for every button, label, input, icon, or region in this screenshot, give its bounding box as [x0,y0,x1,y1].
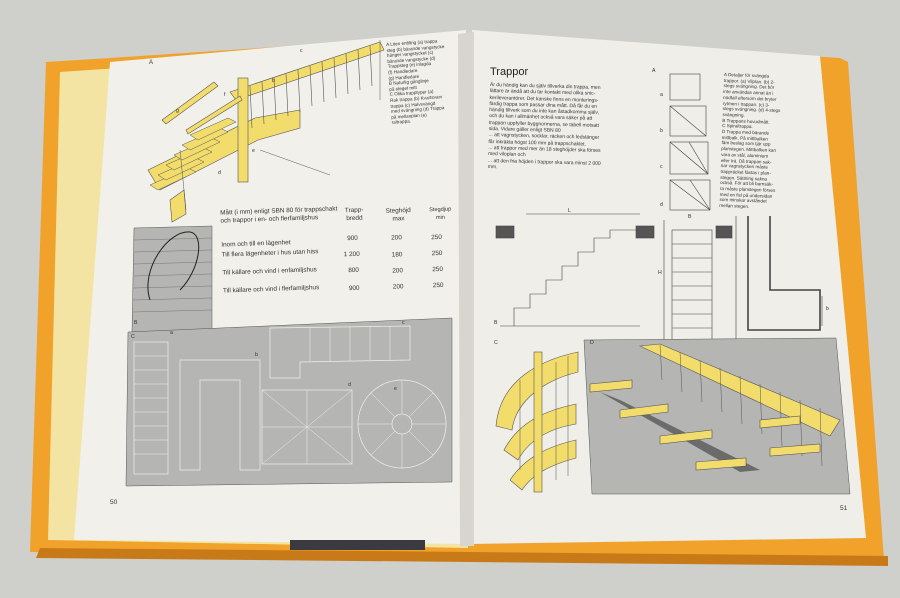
col-header-width: Trapp- bredd [344,206,364,223]
table-cell: 200 [391,234,402,242]
fig-c-label: C [494,340,498,346]
figure-b-label: B [134,320,138,326]
col-header-height: Steghöjd max [385,206,411,223]
page-number-right: 51 [840,505,848,512]
body-text: Är du händig kan du själv tillverka din … [487,82,601,171]
dim-B: B [688,214,692,220]
table-cell: 250 [431,233,442,242]
table-cell: 900 [347,234,358,243]
fig-b-label: B [494,320,498,326]
callout-e: e [252,148,255,154]
table-cell: 1 200 [343,250,360,259]
dim-L: L [568,208,571,214]
table-cell: 200 [392,283,404,291]
table-row-label: Till källare och vind i flerfamiljshus [222,284,320,295]
fig-d-label: D [590,340,594,346]
table-cell: 250 [432,265,444,274]
center-beam-stair-d [583,337,851,495]
fig-a-label: A [652,68,656,74]
fig-a-sub-a: a [660,92,663,98]
table-caption: Mått (i mm) enligt SBN 80 för trappschak… [220,205,338,225]
callout-f: f [224,92,226,98]
callout-b: b [272,78,275,84]
fig-a-sub-b: b [660,128,663,134]
table-cell: 180 [391,251,403,259]
table-row-label: Till flera lägenheter i hus utan hiss [221,248,319,259]
plan-label-a: a [170,330,173,336]
col-header-depth: Stegdjup min [429,206,452,222]
callout-d: d [218,170,221,176]
spiral-stair-c [495,351,579,493]
fig-a-sub-c: c [660,164,663,170]
stair-illustration-a [147,40,385,223]
stair-plans-c [125,317,453,487]
fig-a-sub-d: d [660,202,663,208]
dim-H: H [658,270,662,276]
table-cell: 250 [432,281,444,290]
table-cell: 250 [431,249,443,258]
gangline-diagram-b [131,225,213,333]
sbn80-dimensions-table: Mått (i mm) enligt SBN 80 för trappschak… [208,199,466,304]
dim-b: b [826,306,829,312]
plan-label-c: c [402,320,405,326]
callout-c: c [300,48,303,54]
plan-label-d: d [348,382,351,388]
page-title: Trappor [490,66,529,78]
table-cell: 800 [348,266,360,275]
bookmark-ribbon [290,540,425,550]
figure-a-label: A [149,60,154,66]
table-cell: 900 [348,284,360,293]
table-cell: 200 [392,267,404,275]
figure-c-label: C [131,334,135,340]
plan-label-b: b [255,352,258,358]
table-row-label: Till källare och vind i enfamiljshus [222,266,317,277]
plan-label-e: e [394,386,397,392]
page-number-left: 50 [110,499,118,506]
callout-g: g [176,108,179,114]
turned-stair-details-a [669,73,711,211]
